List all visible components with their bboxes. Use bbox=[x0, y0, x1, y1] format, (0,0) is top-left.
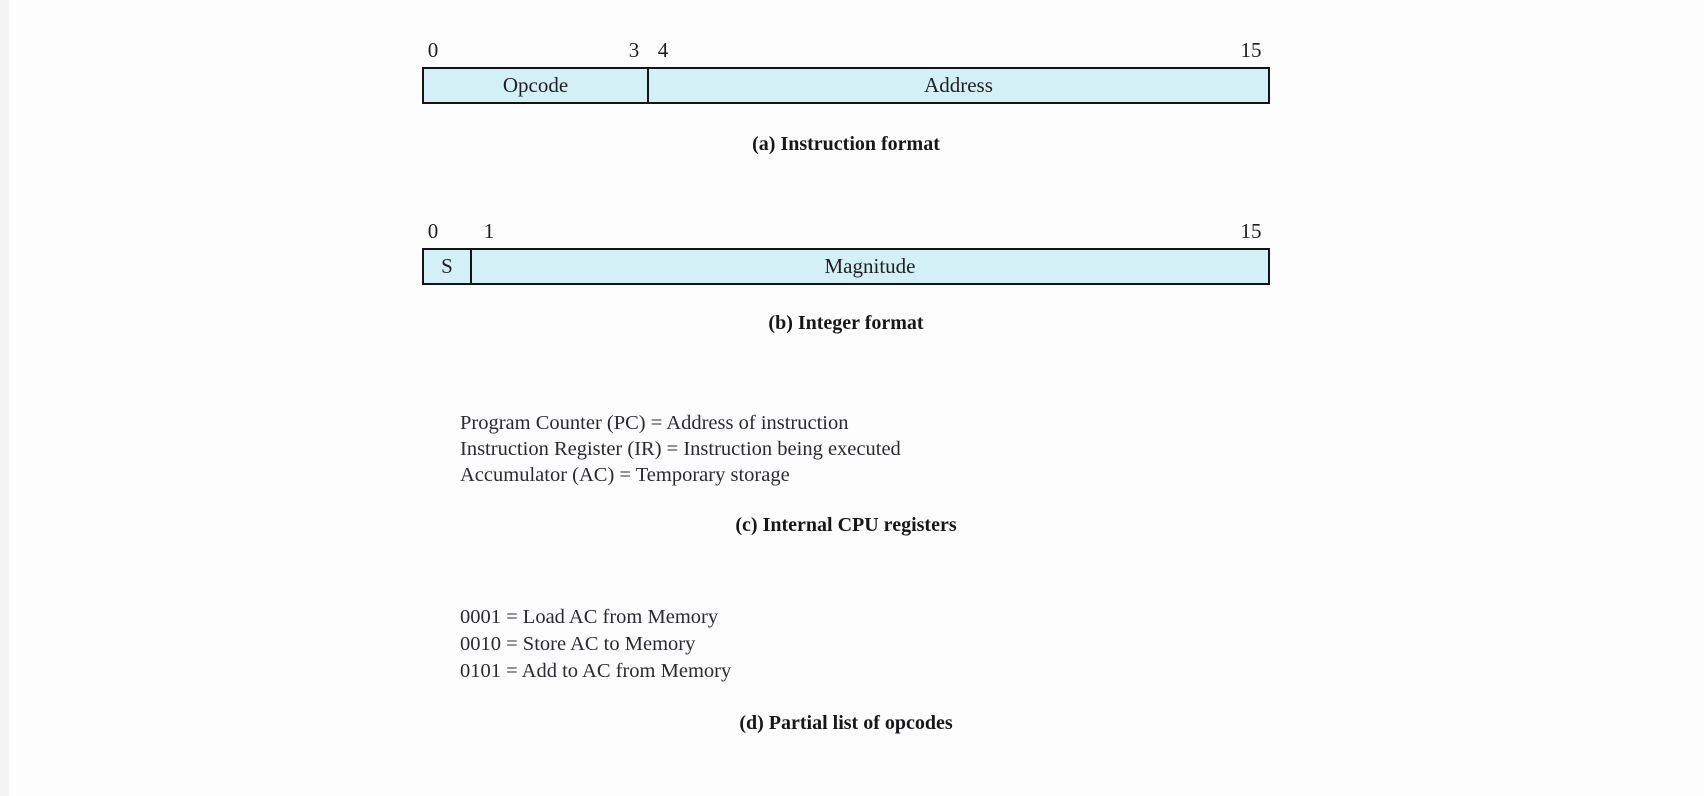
register-description-line: Accumulator (AC) = Temporary storage bbox=[460, 464, 790, 486]
register-description-line: Instruction Register (IR) = Instruction … bbox=[460, 438, 901, 460]
bit-label: 1 bbox=[483, 219, 495, 243]
bit-label: 4 bbox=[657, 38, 669, 62]
address-field-cell: Address bbox=[649, 69, 1268, 102]
page-edge-shade bbox=[0, 0, 9, 796]
opcode-description-line: 0101 = Add to AC from Memory bbox=[460, 660, 732, 682]
instruction-format-box: Opcode Address bbox=[422, 67, 1270, 104]
caption-integer-format: (b) Integer format bbox=[768, 312, 924, 334]
opcode-list: 0001 = Load AC from Memory 0010 = Store … bbox=[460, 604, 731, 685]
bit-label: 0 bbox=[427, 38, 439, 62]
address-field-label: Address bbox=[924, 73, 993, 97]
bit-label: 15 bbox=[1240, 219, 1262, 243]
bit-label: 0 bbox=[427, 219, 439, 243]
caption-instruction-format: (a) Instruction format bbox=[752, 133, 940, 155]
opcode-description-line: 0001 = Load AC from Memory bbox=[460, 606, 719, 628]
bit-label: 3 bbox=[628, 38, 640, 62]
sign-field-cell: S bbox=[424, 250, 472, 283]
sign-field-label: S bbox=[441, 254, 453, 278]
magnitude-field-cell: Magnitude bbox=[472, 250, 1268, 283]
opcode-field-cell: Opcode bbox=[424, 69, 649, 102]
cpu-registers-list: Program Counter (PC) = Address of instru… bbox=[460, 410, 901, 488]
caption-opcode-list: (d) Partial list of opcodes bbox=[739, 712, 953, 734]
register-description-line: Program Counter (PC) = Address of instru… bbox=[460, 412, 849, 434]
opcode-field-label: Opcode bbox=[502, 73, 569, 97]
integer-format-box: S Magnitude bbox=[422, 248, 1270, 285]
caption-cpu-registers: (c) Internal CPU registers bbox=[735, 514, 957, 536]
magnitude-field-label: Magnitude bbox=[824, 254, 916, 278]
opcode-description-line: 0010 = Store AC to Memory bbox=[460, 633, 696, 655]
bit-label: 15 bbox=[1240, 38, 1262, 62]
